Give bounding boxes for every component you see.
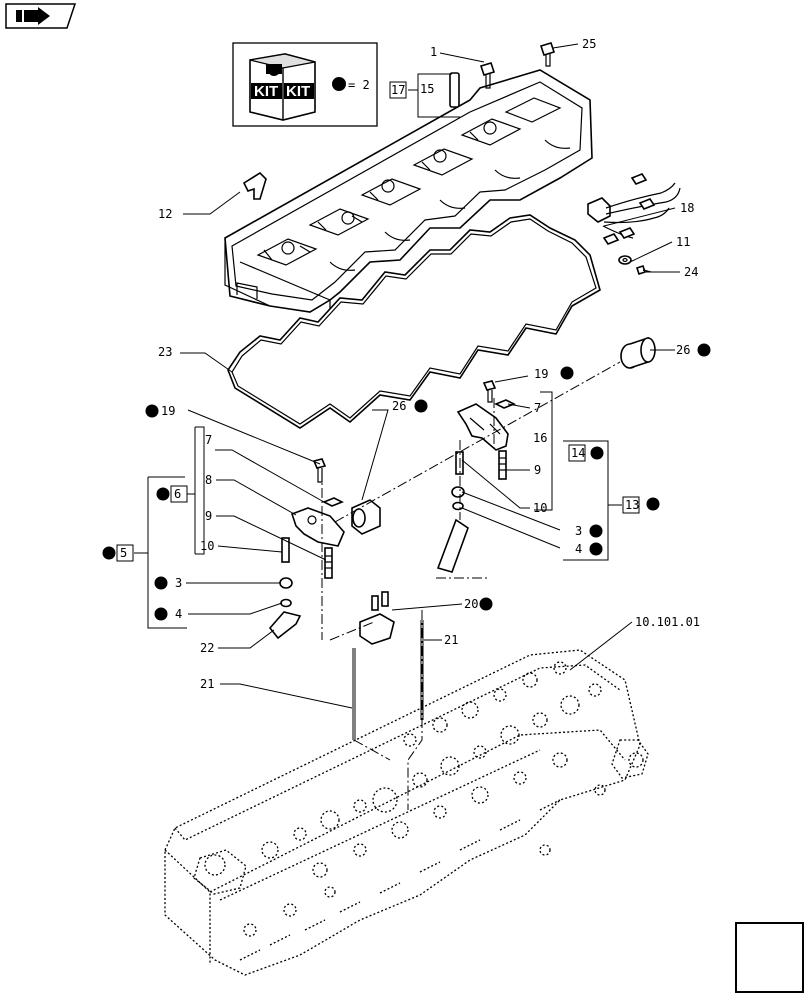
label-22: 22	[200, 641, 214, 655]
part-16-rocker-arm	[456, 403, 509, 451]
label-26-right: 26	[676, 343, 690, 357]
kit-bullet-icon	[332, 77, 346, 91]
label-3-right: 3	[575, 524, 582, 538]
label-5: 5	[120, 546, 127, 560]
part-24-screw	[635, 264, 652, 276]
part-3-cap-right	[451, 486, 465, 498]
label-7-right: 7	[534, 401, 541, 415]
label-8: 8	[205, 473, 212, 487]
label-19-right: 19	[534, 367, 548, 381]
part-19-bolt-right	[482, 380, 497, 403]
kit-legend: KIT KIT = 2	[232, 42, 378, 127]
label-1: 1	[430, 45, 437, 59]
part-25-bolt	[539, 42, 556, 67]
label-11: 11	[676, 235, 690, 249]
label-18: 18	[680, 201, 694, 215]
label-4-right: 4	[575, 542, 582, 556]
part-1-bolt	[479, 62, 496, 89]
kit-label-1: KIT	[254, 83, 278, 100]
part-3-cap-left	[279, 577, 293, 589]
label-9-right: 9	[534, 463, 541, 477]
part-4-shim-left	[280, 598, 292, 608]
part-22-bridge-right	[436, 518, 469, 573]
part-22-bridge-left	[268, 611, 302, 640]
label-20: 20	[464, 597, 478, 611]
part-7-nut-left	[322, 497, 344, 507]
part-7-nut-right	[494, 399, 516, 409]
kit-equals-text: = 2	[348, 78, 370, 92]
label-3-left: 3	[175, 576, 182, 590]
valve-cover	[224, 69, 593, 313]
page-corner-box	[735, 922, 804, 993]
part-number-labels: 1 25 15 17 12 18 11 24 23 26 19 7 16 14 …	[120, 37, 700, 691]
kit-box-icon: KIT KIT	[249, 53, 316, 121]
label-7-left: 7	[205, 433, 212, 447]
part-10-pushrod-end-left	[281, 537, 290, 563]
label-10-right: 10	[533, 501, 547, 515]
part-11-washer	[618, 255, 632, 265]
part-15-pin	[449, 72, 460, 108]
part-20-bracket	[359, 591, 395, 645]
group-brackets	[134, 73, 622, 629]
label-6: 6	[174, 487, 181, 501]
label-15: 15	[420, 82, 434, 96]
label-21-right: 21	[444, 633, 458, 647]
navigation-icon[interactable]	[5, 3, 77, 29]
label-4-left: 4	[175, 607, 182, 621]
label-9-left: 9	[205, 509, 212, 523]
label-24: 24	[684, 265, 698, 279]
part-23-gasket	[227, 214, 601, 429]
label-19-left: 19	[161, 404, 175, 418]
marker-symbols	[102, 81, 711, 621]
assembly-center-lines	[321, 361, 621, 810]
label-26-left: 26	[392, 399, 406, 413]
cylinder-head-reference	[164, 649, 649, 976]
label-14: 14	[571, 446, 585, 460]
leader-lines	[180, 43, 680, 709]
part-18-harness	[587, 173, 681, 245]
label-23: 23	[158, 345, 172, 359]
label-21-left: 21	[200, 677, 214, 691]
part-4-shim-right	[452, 501, 464, 511]
label-10-left: 10	[200, 539, 214, 553]
label-17: 17	[391, 83, 405, 97]
part-9-screw-left	[324, 547, 333, 579]
label-16: 16	[533, 431, 547, 445]
label-12: 12	[158, 207, 172, 221]
label-25: 25	[582, 37, 596, 51]
label-ref-10-101-01[interactable]: 10.101.01	[635, 615, 700, 629]
label-13: 13	[625, 498, 639, 512]
part-8-rocker-arm-left	[290, 507, 345, 547]
part-12-clip	[242, 171, 267, 200]
part-26-sleeve-left	[351, 499, 381, 535]
part-9-screw-right	[498, 450, 507, 480]
part-26-sleeve-right	[620, 336, 656, 369]
kit-label-2: KIT	[286, 83, 310, 100]
